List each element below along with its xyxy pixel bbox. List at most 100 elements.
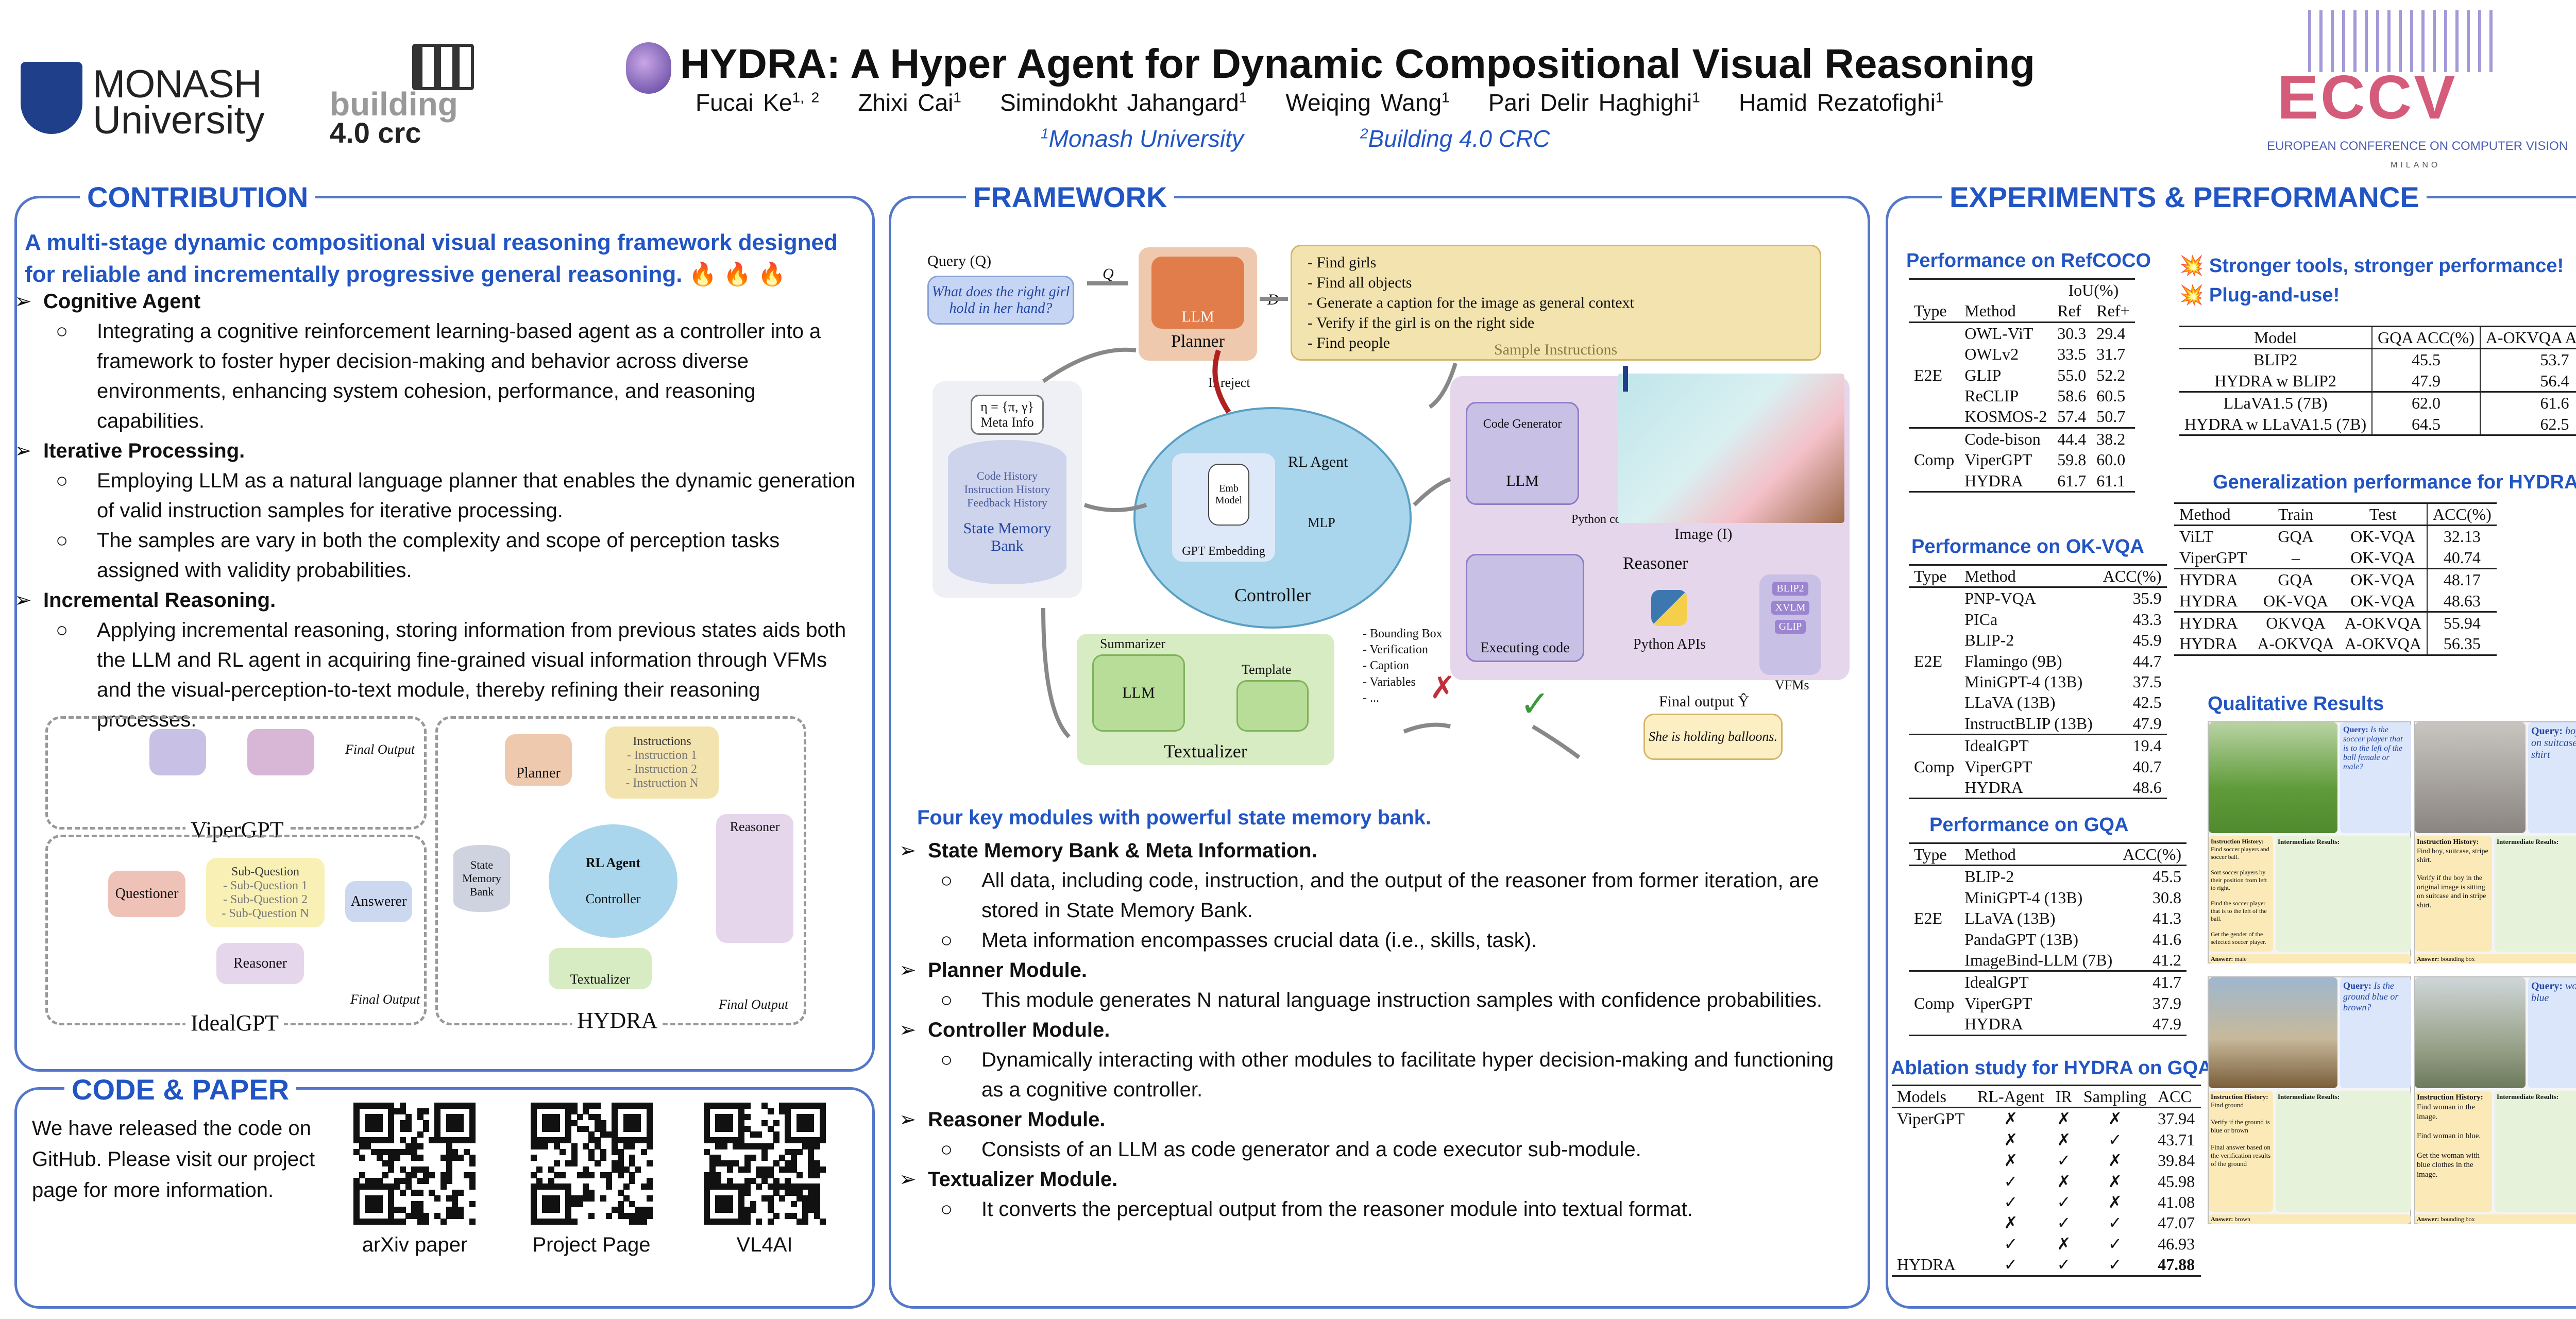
example-image bbox=[2415, 722, 2526, 833]
qr-module bbox=[457, 1207, 464, 1213]
list-subitem: ○Meta information encompasses crucial da… bbox=[940, 929, 1537, 952]
qr-module bbox=[733, 1183, 739, 1190]
qr-module bbox=[767, 1143, 774, 1149]
qr-module bbox=[548, 1207, 554, 1213]
qr-module bbox=[365, 1218, 371, 1225]
paper-title: HYDRA: A Hyper Agent for Dynamic Composi… bbox=[680, 41, 2035, 87]
executing-code-box: Executing code bbox=[1466, 554, 1584, 662]
qr-module bbox=[785, 1108, 791, 1115]
qr-module bbox=[571, 1108, 578, 1115]
qr-module bbox=[796, 1183, 803, 1190]
qr-module bbox=[382, 1103, 389, 1109]
qr-module bbox=[733, 1143, 739, 1149]
qr-module bbox=[600, 1155, 606, 1161]
table-row: HYDRA✓✓✓47.88 bbox=[1892, 1254, 2201, 1276]
qr-module bbox=[773, 1189, 779, 1196]
qr-module bbox=[565, 1195, 572, 1202]
qr-module bbox=[446, 1172, 452, 1178]
final-output-label: Final Output bbox=[345, 742, 415, 757]
qr-module bbox=[531, 1125, 537, 1132]
llm-icon: LLM bbox=[1151, 257, 1244, 329]
qr-module bbox=[469, 1114, 476, 1121]
qr-module bbox=[802, 1143, 809, 1149]
qr-module bbox=[463, 1103, 470, 1109]
qr-module bbox=[359, 1172, 366, 1178]
qr-module bbox=[635, 1120, 641, 1126]
qr-module bbox=[446, 1178, 452, 1185]
list-subitem: ○All data, including code, instruction, … bbox=[940, 869, 1819, 922]
qr-module bbox=[819, 1125, 826, 1132]
qr-module bbox=[756, 1166, 762, 1173]
qr-module bbox=[726, 1183, 733, 1190]
qr-module bbox=[553, 1114, 560, 1121]
qr-module bbox=[548, 1120, 554, 1126]
qr-module bbox=[565, 1120, 572, 1126]
qr-module bbox=[560, 1183, 566, 1190]
qr-module bbox=[767, 1108, 774, 1115]
qr-module bbox=[571, 1218, 578, 1225]
qr-module bbox=[594, 1137, 601, 1144]
qr-module bbox=[469, 1178, 476, 1185]
list-item: ➢Planner Module. bbox=[899, 959, 1087, 982]
qr-module bbox=[612, 1131, 618, 1138]
qr-module bbox=[785, 1148, 791, 1155]
qr-module bbox=[773, 1212, 779, 1219]
qr-code-vl4ai[interactable] bbox=[704, 1103, 826, 1225]
qr-module bbox=[376, 1195, 383, 1202]
list-subitem: ○Applying incremental reasoning, storing… bbox=[56, 619, 846, 731]
qr-module bbox=[750, 1131, 756, 1138]
list-item: ➢Incremental Reasoning. bbox=[14, 589, 276, 612]
qr-module bbox=[773, 1160, 779, 1167]
qr-module bbox=[353, 1114, 360, 1121]
code-paper-text: We have released the code on GitHub. Ple… bbox=[32, 1117, 315, 1202]
qr-module bbox=[376, 1218, 383, 1225]
list-subitem: ○This module generates N natural languag… bbox=[940, 989, 1823, 1011]
qr-module bbox=[790, 1137, 797, 1144]
qr-module bbox=[394, 1155, 400, 1161]
qr-module bbox=[623, 1195, 630, 1202]
qr-module bbox=[452, 1201, 459, 1208]
qr-module bbox=[750, 1143, 756, 1149]
rl-agent-label: RL Agent bbox=[1288, 453, 1348, 470]
qr-module bbox=[365, 1120, 371, 1126]
qr-module bbox=[646, 1183, 653, 1190]
qr-module bbox=[796, 1125, 803, 1132]
qr-module bbox=[808, 1160, 815, 1167]
qr-module bbox=[594, 1160, 601, 1167]
qr-module bbox=[704, 1148, 710, 1155]
qr-module bbox=[808, 1148, 815, 1155]
qr-code-arxiv[interactable] bbox=[353, 1103, 476, 1225]
qr-module bbox=[814, 1166, 820, 1173]
qr-module bbox=[577, 1125, 583, 1132]
qr-module bbox=[399, 1218, 406, 1225]
qr-module bbox=[715, 1125, 722, 1132]
qr-module bbox=[819, 1120, 826, 1126]
answerer-box: Answerer bbox=[345, 881, 412, 922]
qr-module bbox=[612, 1114, 618, 1121]
qr-module bbox=[612, 1143, 618, 1149]
qr-module bbox=[704, 1178, 710, 1185]
qr-module bbox=[422, 1166, 429, 1173]
qr-module bbox=[790, 1155, 797, 1161]
qr-module bbox=[738, 1183, 745, 1190]
qualitative-title: Qualitative Results bbox=[2208, 693, 2384, 715]
list-subitem: ○It converts the perceptual output from … bbox=[940, 1198, 1693, 1221]
arrow-controller-reasoner bbox=[1413, 477, 1451, 506]
qr-module bbox=[388, 1131, 395, 1138]
qr-module bbox=[446, 1212, 452, 1219]
qr-module bbox=[542, 1120, 549, 1126]
qr-module bbox=[359, 1155, 366, 1161]
affiliation: 1Monash University bbox=[1041, 125, 1244, 152]
qr-module bbox=[434, 1125, 441, 1132]
qr-module bbox=[738, 1189, 745, 1196]
qr-module bbox=[399, 1207, 406, 1213]
qr-module bbox=[796, 1120, 803, 1126]
qr-module bbox=[469, 1108, 476, 1115]
sample-instructions-box: - Find girls - Find all objects - Genera… bbox=[1291, 245, 1821, 361]
qr-module bbox=[785, 1131, 791, 1138]
qr-module bbox=[548, 1166, 554, 1173]
qr-module bbox=[738, 1166, 745, 1173]
qr-code-project[interactable] bbox=[531, 1103, 653, 1225]
